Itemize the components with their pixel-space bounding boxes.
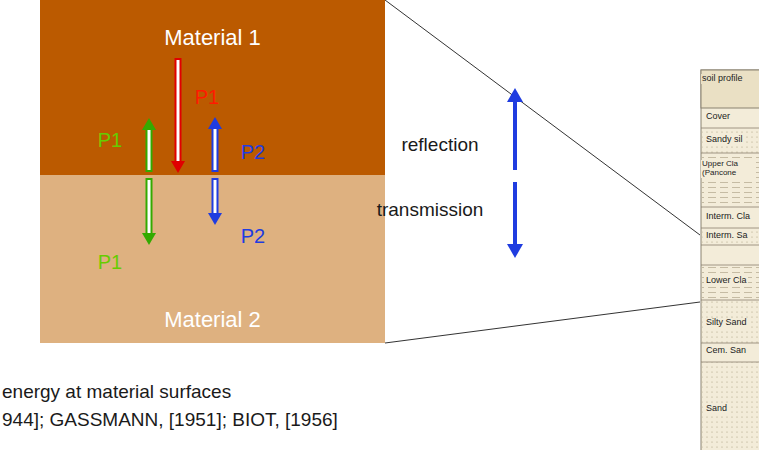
annotation: transmission xyxy=(377,200,484,221)
wave-label: P1 xyxy=(98,129,122,151)
layer-name: Interm. Cla xyxy=(705,212,751,222)
transmission-arrow xyxy=(507,182,523,258)
wave-label: P2 xyxy=(241,225,265,247)
layer-name: Sandy sil xyxy=(705,135,744,145)
reflection-arrow xyxy=(507,88,523,170)
material-ground xyxy=(40,0,385,175)
wave-label: P1 xyxy=(98,251,122,273)
material-layer: Material 2 xyxy=(40,175,385,343)
layer-name: Interm. Sa xyxy=(705,231,749,241)
zoom-line xyxy=(385,302,700,343)
soil-column xyxy=(701,70,759,450)
annotation: reflection xyxy=(401,135,478,156)
layer-name: Upper Cla (Pancone xyxy=(701,160,755,178)
p1-arrow xyxy=(142,118,156,172)
layer-name: Cem. San xyxy=(705,346,747,356)
layer-name: Silty Sand xyxy=(705,318,748,328)
layer-name: Sand xyxy=(705,404,728,414)
layer-name: Cover xyxy=(705,112,731,122)
p1-arrow xyxy=(142,178,156,245)
wave-label: P2 xyxy=(241,141,265,163)
body-text: energy at material surfaces xyxy=(2,382,231,403)
body-text: 944]; GASSMANN, [1951]; BIOT, [1956] xyxy=(2,410,338,431)
incident-arrow xyxy=(171,58,185,173)
material-name: Material 1 xyxy=(164,26,261,50)
p2-arrow xyxy=(208,178,222,225)
layer-name: Lower Cla xyxy=(705,276,748,286)
material-ground xyxy=(40,175,385,343)
p2-arrow xyxy=(208,117,222,172)
wave-label: P1 xyxy=(195,86,219,108)
column-header: soil profile xyxy=(701,74,755,84)
material-name: Material 2 xyxy=(164,308,261,332)
